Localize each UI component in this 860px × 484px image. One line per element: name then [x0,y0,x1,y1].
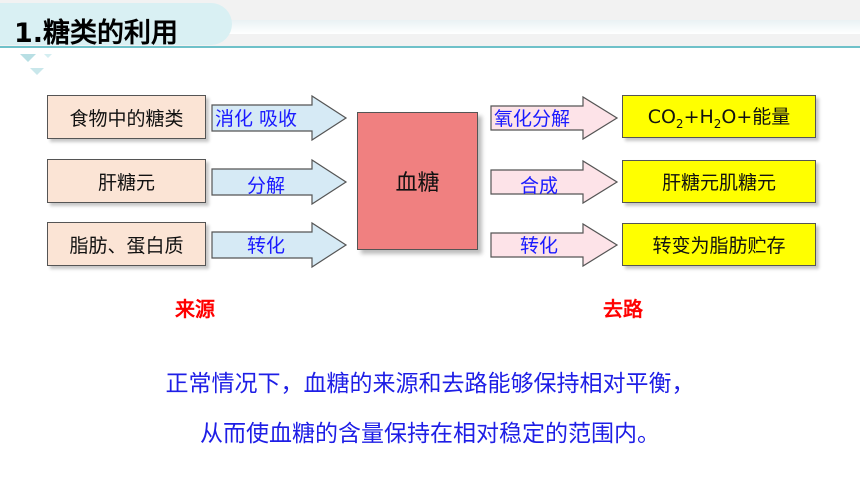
source-label: 肝糖元 [97,171,155,194]
action-label-convert-in: 转化 [247,235,286,257]
source-label: 食物中的糖类 [69,107,184,130]
source-label: 脂肪、蛋白质 [69,234,184,257]
destination-label: 转变为脂肪贮存 [652,235,786,257]
source-box-fat-protein: 脂肪、蛋白质 [47,222,206,266]
note-line-2: 从而使血糖的含量保持在相对稳定的范围内。 [200,421,660,447]
destination-box-glycogen: 肝糖元肌糖元 [622,160,816,203]
caption-destination: 去路 [603,297,643,321]
arrow-convert-in [211,221,348,269]
page-title: 1.糖类的利用 [14,18,179,49]
action-label-oxidize: 氧化分解 [494,108,571,130]
arrow-digest-absorb [211,94,348,142]
arrow-decompose [211,158,348,206]
arrow-synthesize [490,159,619,205]
destination-label-energy: CO2+H2O+能量 [647,106,791,131]
center-label: 血糖 [395,171,440,196]
title-underline [0,46,860,48]
destination-box-fat-storage: 转变为脂肪贮存 [622,223,816,266]
caption-source: 来源 [175,297,215,321]
action-label-synthesize: 合成 [520,175,559,197]
arrow-oxidize [490,95,619,141]
source-box-food-sugar: 食物中的糖类 [47,95,206,139]
source-box-liver-glycogen: 肝糖元 [47,159,206,203]
blood-sugar-box: 血糖 [357,112,478,250]
action-label-decompose: 分解 [247,175,286,197]
note-line-1: 正常情况下，血糖的来源和去路能够保持相对平衡， [165,371,695,397]
title-bar: 1.糖类的利用 [0,0,860,49]
action-label-digest-absorb: 消化 吸收 [215,108,298,130]
action-label-convert-out: 转化 [520,235,559,257]
destination-box-energy: CO2+H2O+能量 [622,95,816,138]
title-tab: 1.糖类的利用 [0,3,232,49]
arrow-convert-out [490,222,619,268]
corner-decoration [20,54,52,75]
destination-label: 肝糖元肌糖元 [661,172,776,194]
